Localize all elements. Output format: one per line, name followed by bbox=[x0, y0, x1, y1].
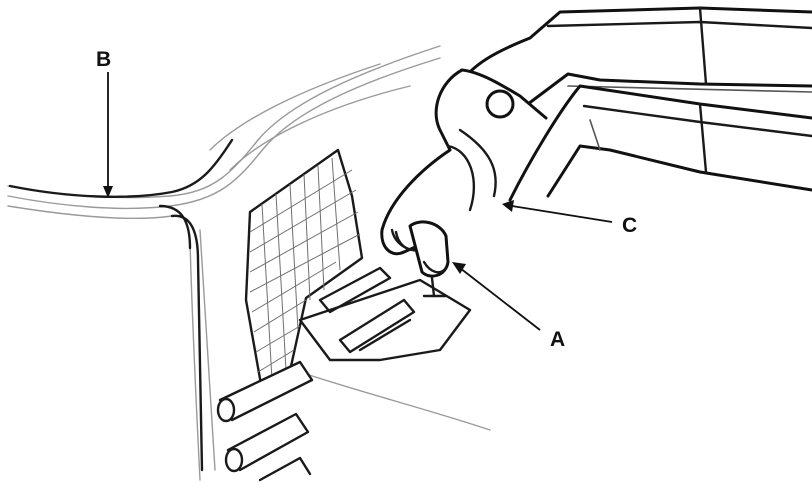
retaining-pins bbox=[216, 360, 314, 489]
callout-label-b: B bbox=[96, 48, 111, 71]
leader-a bbox=[452, 262, 541, 331]
leader-c bbox=[502, 200, 613, 223]
trim-clip bbox=[394, 220, 450, 298]
tool-jaw bbox=[380, 68, 548, 256]
callout-label-a: A bbox=[550, 328, 565, 351]
lower-clip-bracket bbox=[298, 266, 472, 362]
tool-lower-handle bbox=[508, 84, 812, 202]
leader-b bbox=[103, 72, 113, 198]
trim-mesh-panel bbox=[244, 148, 364, 392]
pillar-contour bbox=[8, 138, 234, 472]
callout-label-c: C bbox=[622, 214, 637, 237]
body-panel-outline bbox=[7, 45, 491, 481]
